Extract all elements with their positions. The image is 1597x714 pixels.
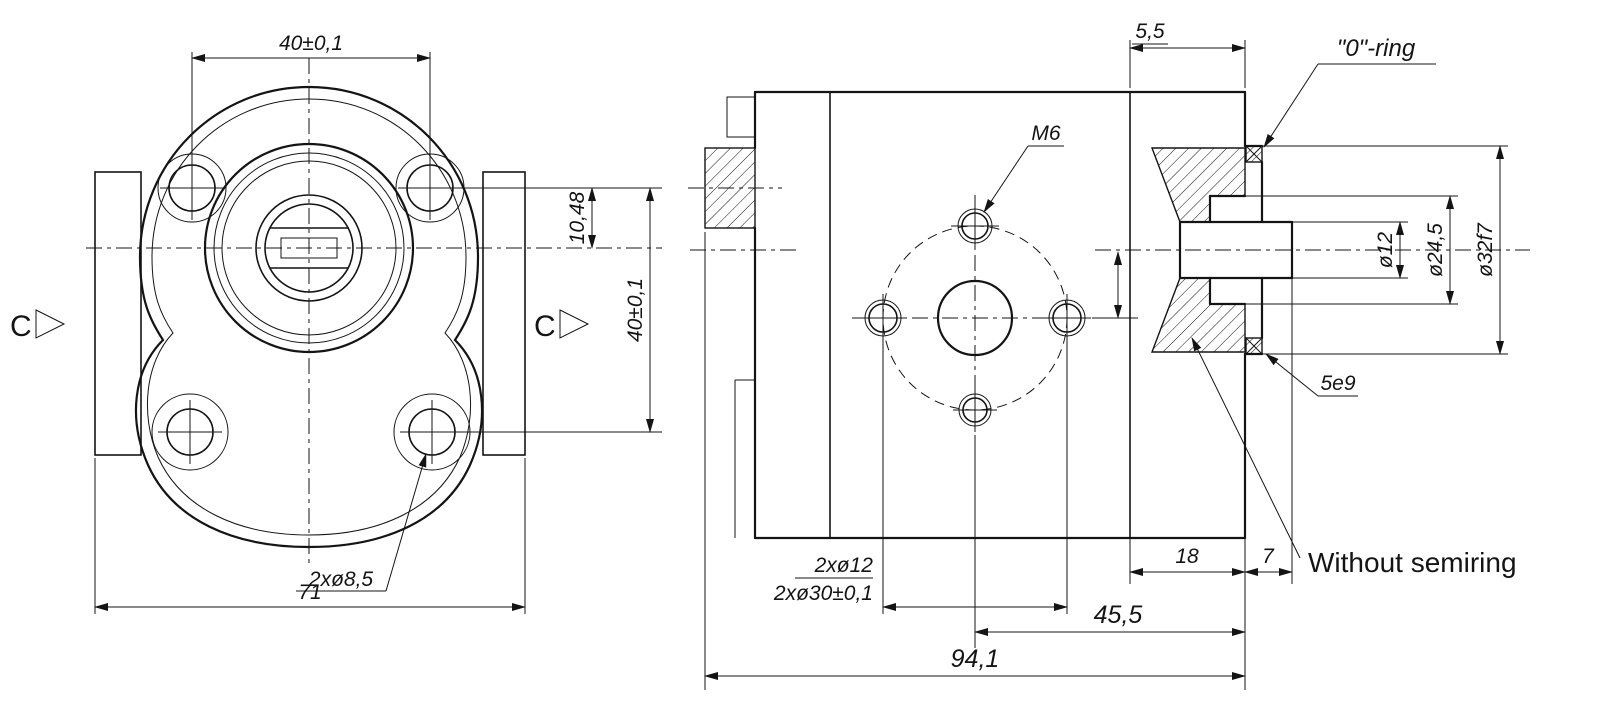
dim-40-top-label: 40±0,1 (279, 32, 343, 55)
section-view-dimensions: 5,5 M6 "0"-ring ø12 ø24,5 ø32f7 5e9 (704, 20, 1517, 690)
o-ring-section-top (1245, 145, 1263, 163)
left-side-tab (94, 171, 142, 456)
dim-d32f7-label: ø32f7 (1474, 222, 1497, 277)
hole-right (1043, 294, 1091, 342)
section-view (688, 90, 1530, 540)
dim-455-label: 45,5 (1094, 601, 1143, 629)
section-c-mid-arrow-icon (559, 309, 590, 339)
dim-2x85-label: 2xø8,5 (308, 568, 374, 591)
dim-5e9-label: 5e9 (1320, 372, 1355, 395)
oring-leader (1263, 63, 1319, 148)
dim-1048-label: 10,48 (566, 191, 589, 244)
hole-left (859, 294, 907, 342)
hub-circle (255, 194, 363, 302)
dim-d12-label: ø12 (1374, 232, 1397, 269)
without-semiring-label: Without semiring (1308, 547, 1517, 578)
dim-7-label: 7 (1262, 545, 1275, 568)
right-side-tab (482, 171, 526, 456)
dim-55-label: 5,5 (1135, 20, 1165, 43)
dim-941-label: 94,1 (951, 645, 1000, 673)
section-c-mid-label: C (534, 310, 556, 343)
m6-hole-top (951, 202, 999, 250)
dim-18-label: 18 (1175, 545, 1199, 568)
flange-section-hatch-bottom (1150, 277, 1246, 353)
inner-contour (146, 98, 472, 536)
dim-40-right-label: 40±0,1 (624, 278, 647, 342)
center-bore (936, 279, 1014, 357)
m6-leader (983, 145, 1029, 213)
outer-contour (134, 85, 484, 549)
rear-cover-notch (726, 96, 756, 138)
dim-2xd30-label: 2xø30±0,1 (773, 582, 873, 605)
without-semiring-leader (1191, 337, 1301, 559)
leader-2x85 (385, 453, 427, 592)
section-c-left-label: C (10, 310, 32, 343)
boss-circle-outer (203, 142, 415, 354)
front-view-dimensions: 40±0,1 71 2xø8,5 10,48 40±0,1 C C (10, 32, 662, 614)
oring-label: "0"-ring (1337, 35, 1416, 62)
dim-d245-label: ø24,5 (1424, 223, 1447, 277)
boss-circle-mid (213, 152, 405, 344)
boss-circle-inner (221, 160, 397, 336)
front-view (86, 58, 662, 566)
dim-2xd12-label: 2xø12 (814, 554, 874, 577)
hole-bottom (953, 388, 997, 432)
m6-label: M6 (1031, 122, 1060, 145)
mounting-hole-bottom-left (151, 393, 229, 471)
flange-section-hatch-top (1150, 147, 1246, 223)
key-slot (280, 237, 338, 259)
shaft-bore-circle (264, 203, 354, 293)
dim-71-label: 71 (298, 581, 321, 604)
o-ring-section-bottom (1245, 337, 1263, 355)
section-c-left-arrow-icon (35, 309, 66, 339)
